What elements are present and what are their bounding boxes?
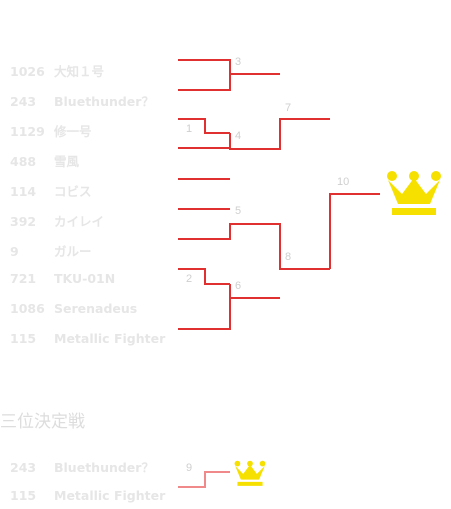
bracket-line-m4 xyxy=(178,133,231,149)
bracket-line-m3b xyxy=(178,74,231,91)
entry-number: 9 xyxy=(10,244,19,259)
entry-name: Metallic Fighter xyxy=(54,488,166,503)
match-number-9: 9 xyxy=(186,462,193,474)
entry-name: コビス xyxy=(54,184,92,199)
bracket-line-m6b xyxy=(178,298,231,330)
third-place-entry-2: 115 Metallic Fighter xyxy=(10,488,165,506)
entry-number: 1026 xyxy=(10,64,45,79)
entry-1: 1026 大知１号 xyxy=(10,61,104,79)
entry-number: 243 xyxy=(10,460,37,475)
entry-number: 115 xyxy=(10,331,37,346)
match-number-10: 10 xyxy=(337,176,350,188)
bracket-line-m10 xyxy=(329,193,380,269)
crown-icon xyxy=(387,171,441,215)
match-number-2: 2 xyxy=(186,273,193,285)
entry-name: 雪風 xyxy=(54,154,80,169)
third-place-line xyxy=(178,471,230,488)
entry-name: TKU-01N xyxy=(54,271,116,286)
entry-name: Metallic Fighter xyxy=(54,331,166,346)
match-number-1: 1 xyxy=(186,123,193,135)
entry-number: 1086 xyxy=(10,301,45,316)
bracket-line-m3 xyxy=(178,59,280,75)
entry-5: 114 コビス xyxy=(10,181,92,199)
match-number-3: 3 xyxy=(235,56,242,68)
match-number-6: 6 xyxy=(235,280,242,292)
entry-name: Serenadeus xyxy=(54,301,138,316)
entry-name: Bluethunder？ xyxy=(54,94,154,109)
entry-number: 114 xyxy=(10,184,37,199)
entry-number: 721 xyxy=(10,271,37,286)
bracket-line-m4b xyxy=(229,118,330,150)
entry-name: ガルー xyxy=(54,244,92,259)
third-place-entry-1: 243 Bluethunder？ xyxy=(10,457,154,475)
entry-7: 9 ガルー xyxy=(10,241,92,259)
entry-number: 488 xyxy=(10,154,37,169)
entry-3: 1129 修一号 xyxy=(10,121,92,139)
match-number-7: 7 xyxy=(285,102,292,114)
entry-name: Bluethunder？ xyxy=(54,460,154,475)
entry-8: 721 TKU-01N xyxy=(10,271,115,289)
match-number-5: 5 xyxy=(235,205,242,217)
entry-number: 243 xyxy=(10,94,37,109)
match-number-8: 8 xyxy=(285,251,292,263)
third-place-crown-icon xyxy=(234,460,266,486)
entry-name: 修一号 xyxy=(54,124,92,139)
entry-6: 392 カイレイ xyxy=(10,211,104,229)
entry-number: 392 xyxy=(10,214,37,229)
entry-10: 115 Metallic Fighter xyxy=(10,331,165,349)
entry-2: 243 Bluethunder？ xyxy=(10,91,154,109)
entry-number: 1129 xyxy=(10,124,45,139)
entry-4: 488 雪風 xyxy=(10,151,79,169)
entry-number: 115 xyxy=(10,488,37,503)
third-place-title: 三位決定戦 xyxy=(0,412,85,432)
entry-9: 1086 Serenadeus xyxy=(10,301,137,319)
bracket-line-m1 xyxy=(178,118,230,134)
bracket-line-m2 xyxy=(178,268,230,285)
entry-name: 大知１号 xyxy=(54,64,105,79)
bracket-line-m5b xyxy=(178,223,330,270)
match-number-4: 4 xyxy=(235,130,242,142)
entry-name: カイレイ xyxy=(54,214,105,229)
